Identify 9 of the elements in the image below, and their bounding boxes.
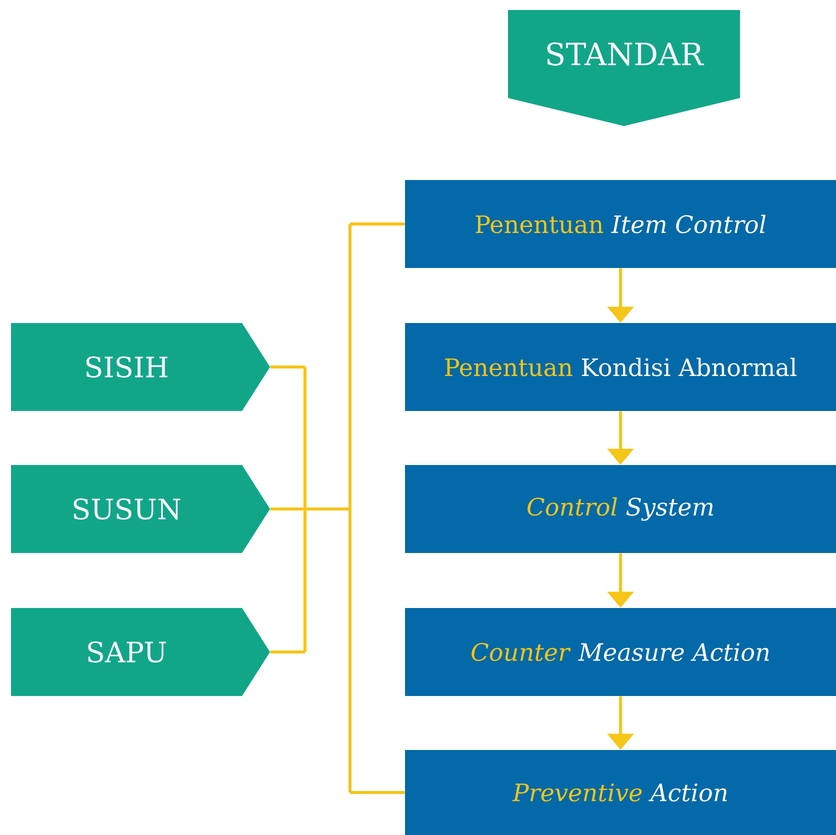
process-box: Preventive Action xyxy=(405,750,836,835)
process-box: Counter Measure Action xyxy=(405,608,836,696)
process-box: Penentuan Item Control xyxy=(405,180,836,268)
connector xyxy=(268,222,406,794)
process-box: Control System xyxy=(405,465,836,553)
arrow-tag: SAPU xyxy=(11,608,270,696)
process-box: Penentuan Kondisi Abnormal xyxy=(405,323,836,411)
arrow-tag: SUSUN xyxy=(11,465,270,553)
arrow-tag: SISIH xyxy=(11,323,270,411)
